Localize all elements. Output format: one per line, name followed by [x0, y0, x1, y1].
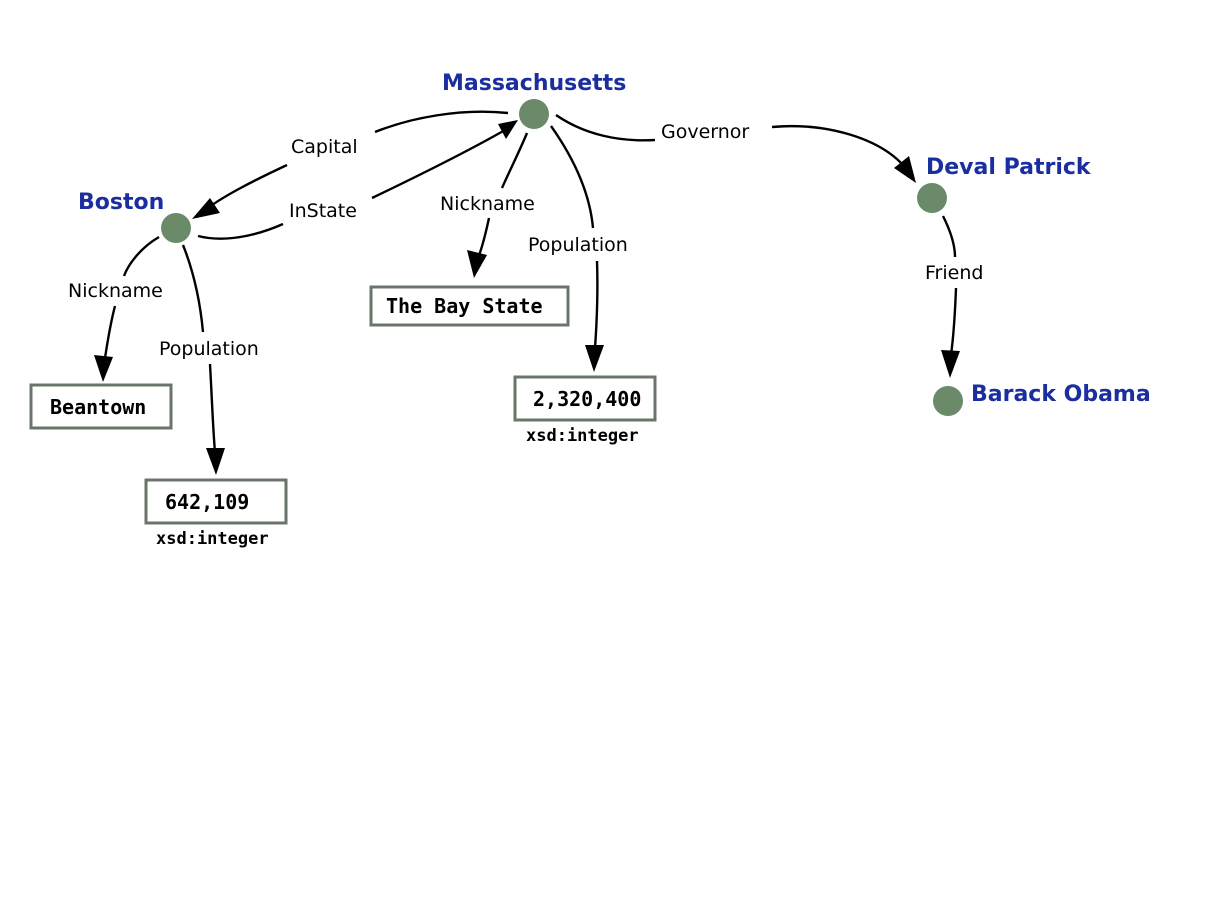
- edge-governor: [555, 114, 656, 142]
- literal-bay-state: The Bay State: [386, 294, 543, 318]
- node-label-massachusetts: Massachusetts: [442, 71, 626, 96]
- edge-ma-population-lower: [593, 260, 599, 349]
- arrowhead-boston-population: [206, 448, 225, 475]
- edge-ma-nickname: [500, 132, 529, 189]
- edge-governor-right: [771, 125, 904, 166]
- edge-instate-upper: [371, 128, 506, 200]
- edge-friend-lower: [949, 287, 958, 356]
- node-label-deval-patrick: Deval Patrick: [926, 155, 1092, 180]
- arrowhead-governor: [894, 156, 916, 183]
- node-boston[interactable]: [161, 213, 191, 243]
- arrowhead-instate: [498, 120, 518, 139]
- edge-label-capital: Capital: [291, 136, 358, 158]
- edge-ma-nickname-lower: [476, 217, 491, 259]
- literal-box-bay-state[interactable]: [369, 285, 570, 327]
- edge-instate: [197, 222, 284, 240]
- edge-label-boston-nickname: Nickname: [68, 280, 163, 302]
- arrowhead-boston-nickname: [94, 355, 113, 382]
- literal-ma-population: 2,320,400: [533, 387, 641, 411]
- arrowhead-ma-nickname: [467, 250, 487, 278]
- edge-label-boston-population: Population: [159, 338, 259, 360]
- literal-boston-population: 642,109: [165, 490, 249, 514]
- edge-label-friend: Friend: [925, 262, 983, 284]
- edge-label-ma-population: Population: [528, 234, 628, 256]
- literal-box-ma-population[interactable]: [513, 375, 657, 422]
- arrowhead-ma-population: [585, 345, 604, 372]
- edge-ma-population: [550, 125, 595, 229]
- node-label-boston: Boston: [78, 190, 164, 215]
- edge-capital: [374, 110, 509, 134]
- literal-box-boston-population[interactable]: [144, 478, 288, 525]
- literal-box-beantown[interactable]: [29, 383, 173, 430]
- node-label-barack-obama: Barack Obama: [971, 382, 1151, 407]
- datatype-boston-population: xsd:integer: [156, 529, 269, 549]
- edge-boston-population-lower: [208, 363, 217, 453]
- edge-capital-lower: [204, 163, 288, 211]
- arrowhead-friend: [941, 350, 960, 378]
- edge-boston-nickname-lower: [103, 305, 117, 359]
- node-massachusetts[interactable]: [519, 99, 549, 129]
- node-deval-patrick[interactable]: [917, 183, 947, 213]
- arrowhead-capital: [192, 198, 220, 219]
- edge-label-ma-nickname: Nickname: [440, 193, 535, 215]
- literal-beantown: Beantown: [50, 395, 146, 419]
- edge-label-governor: Governor: [661, 121, 749, 143]
- edge-label-instate: InState: [289, 200, 357, 222]
- datatype-ma-population: xsd:integer: [526, 426, 639, 446]
- edge-boston-population: [181, 244, 205, 333]
- edge-friend: [941, 215, 957, 258]
- edge-boston-nickname: [122, 235, 160, 277]
- node-barack-obama[interactable]: [933, 386, 963, 416]
